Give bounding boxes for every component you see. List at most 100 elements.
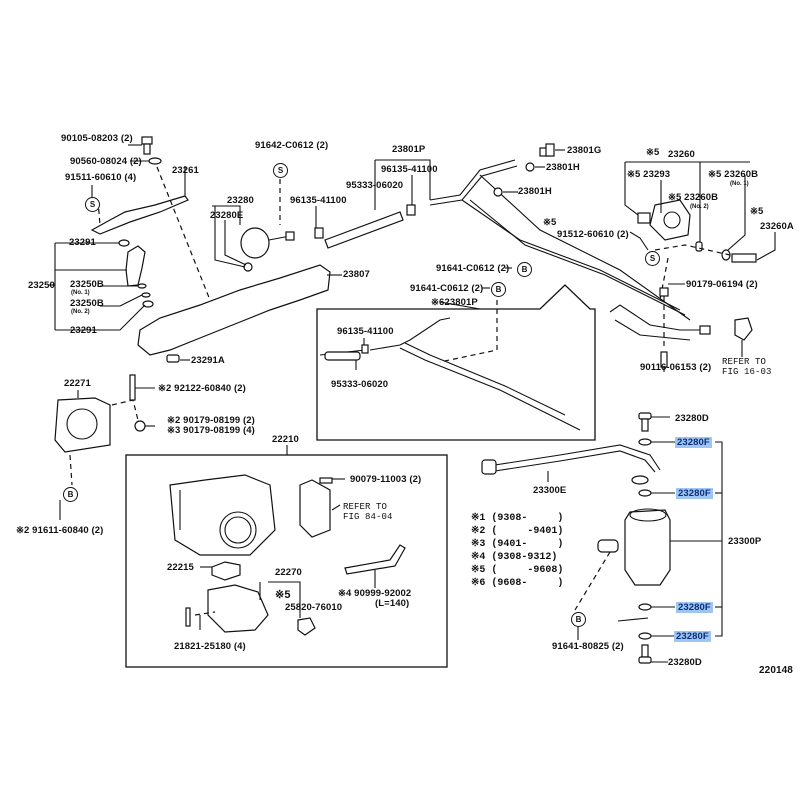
part-label-23260b-no1[interactable]: ※5 23260B: [708, 169, 759, 180]
part-label-96135-a[interactable]: 96135-41100: [290, 195, 347, 206]
legend-item: ※6 (9608- ): [471, 578, 564, 589]
part-label-23801h-b[interactable]: 23801H: [518, 186, 552, 197]
b-symbol-icon: B: [491, 282, 506, 297]
b-symbol-icon: B: [517, 262, 532, 277]
injector-23250: [125, 245, 146, 287]
part-label-91642[interactable]: 91642-C0612 (2): [255, 140, 329, 151]
legend-item: ※3 (9401- ): [471, 539, 564, 550]
part-label-23250[interactable]: 23250: [28, 280, 55, 291]
hose-95333: [324, 211, 404, 249]
part-label-90179-3[interactable]: ※3 90179-08199 (4): [167, 425, 255, 436]
part-label-90179-06194[interactable]: 90179-06194 (2): [686, 279, 758, 290]
part-label-90105[interactable]: 90105-08203 (2): [61, 133, 133, 144]
part-label-22271[interactable]: 22271: [64, 378, 91, 389]
part-label-90560[interactable]: 90560-08024 (2): [70, 156, 142, 167]
part-label-95333-b[interactable]: 95333-06020: [331, 379, 389, 390]
part-label-90079[interactable]: 90079-11003 (2): [350, 474, 422, 485]
part-label-23300p[interactable]: 23300P: [728, 536, 762, 547]
bypass-valve-22270: [207, 584, 269, 633]
part-label-23261[interactable]: 23261: [172, 165, 199, 176]
part-label-23300e[interactable]: 23300E: [533, 485, 567, 496]
part-label-23260a[interactable]: 23260A: [760, 221, 794, 232]
part-label-23260[interactable]: 23260: [668, 149, 695, 160]
bolt-23280d: [638, 412, 652, 432]
part-label-23280f-3[interactable]: 23280F: [676, 602, 713, 613]
regulator-23260: [637, 199, 691, 241]
leader-lines: [48, 144, 776, 663]
part-label-23280f-4[interactable]: 23280F: [674, 631, 711, 642]
part-label-23280[interactable]: 23280: [227, 195, 254, 206]
part-label-91511[interactable]: 91511-60610 (4): [65, 172, 137, 183]
stud-92122: [129, 374, 136, 401]
hose-90999: [344, 544, 406, 575]
injector-bolt: [141, 136, 153, 155]
part-label-21821[interactable]: 21821-25180 (4): [174, 641, 246, 652]
part-label-23291[interactable]: 23291: [69, 237, 96, 248]
part-label-22215[interactable]: 22215: [167, 562, 194, 573]
switch-25820: [297, 617, 316, 636]
union-bolt-23801g: [539, 143, 555, 157]
fuel-filter-23300p: [597, 508, 671, 586]
plug-23291a: [166, 354, 180, 363]
nut-90179: [134, 420, 146, 432]
part-label-23280e[interactable]: 23280E: [210, 210, 244, 221]
fuel-rail-23807: [137, 264, 331, 356]
part-label-23291a[interactable]: 23291A: [191, 355, 225, 366]
part-label-22270[interactable]: 22270: [275, 567, 302, 578]
s-symbol-icon: S: [85, 197, 100, 212]
gasket-22271: [54, 397, 111, 453]
part-label-90999-length: (L=140): [375, 598, 410, 609]
b-symbol-icon: B: [63, 487, 78, 502]
part-sub-23260b-no2: (No. 2): [690, 204, 709, 210]
part-label-23250b-no1[interactable]: 23250B: [70, 279, 104, 290]
gasket-23801h: [525, 162, 535, 172]
legend-item: ※4 (9308-9312): [471, 552, 558, 563]
part-label-22210[interactable]: 22210: [272, 434, 299, 445]
s-symbol-icon: S: [273, 163, 288, 178]
part-label-23260b-no2[interactable]: ※5 23260B: [668, 192, 719, 203]
part-label-96135-b[interactable]: 96135-41100: [381, 164, 438, 175]
part-label-25820[interactable]: 25820-76010: [285, 602, 343, 613]
part-label-91641-a[interactable]: 91641-C0612 (2): [436, 263, 510, 274]
part-sub-23250b-no2: (No. 2): [71, 309, 90, 315]
gasket-22215: [211, 561, 241, 581]
part-label-23291-bottom[interactable]: 23291: [70, 325, 97, 336]
part-label-23801g[interactable]: 23801G: [567, 145, 602, 156]
bracket-fig16: [734, 317, 753, 341]
part-label-92122[interactable]: ※2 92122-60840 (2): [158, 383, 246, 394]
part-label-90179-2[interactable]: ※2 90179-08199 (2): [167, 415, 255, 426]
part-label-23801p[interactable]: 23801P: [392, 144, 426, 155]
figure-id: 220148: [759, 665, 793, 676]
part-label-91611[interactable]: ※2 91611-60840 (2): [16, 525, 104, 536]
washer-90560: [148, 157, 162, 165]
part-label-23807[interactable]: 23807: [343, 269, 370, 280]
part-label-23293[interactable]: ※5 23293: [627, 169, 671, 180]
part-label-95333-a[interactable]: 95333-06020: [346, 180, 404, 191]
part-label-23801h-a[interactable]: 23801H: [546, 162, 580, 173]
s-symbol-icon: S: [645, 251, 660, 266]
part-label-23280d-top[interactable]: 23280D: [675, 413, 709, 424]
part-label-91641-80825[interactable]: 91641-80825 (2): [552, 641, 624, 652]
part-label-91512-mark: ※5: [543, 217, 557, 228]
fuel-line-23300e: [481, 444, 661, 485]
gasket-23801h-2: [493, 187, 503, 197]
part-label-90116[interactable]: 90116-06153 (2): [640, 362, 712, 373]
part-sub-23260b-no1: (No. 1): [730, 181, 749, 187]
part-label-91512[interactable]: 91512-60610 (2): [557, 229, 629, 240]
refer-fig-84-04[interactable]: REFER TO FIG 84-04: [343, 502, 393, 522]
part-label-23280d-bottom[interactable]: 23280D: [668, 657, 702, 668]
part-label-23280f-2[interactable]: 23280F: [676, 488, 713, 499]
bracket-23261: [90, 195, 189, 235]
legend-item: ※5 ( -9608): [471, 565, 564, 576]
part-label-90999[interactable]: ※4 90999-92002: [338, 588, 412, 599]
bolt-23280d-bottom: [638, 644, 652, 664]
legend-item: ※2 ( -9401): [471, 526, 564, 537]
part-label-91641-b[interactable]: 91641-C0612 (2): [410, 283, 484, 294]
part-label-96135-c[interactable]: 96135-41100: [337, 326, 394, 337]
refer-fig-16-03[interactable]: REFER TO FIG 16-03: [722, 357, 772, 377]
inset-box: [316, 284, 596, 441]
part-label-23801p-6[interactable]: ※623801P: [431, 297, 478, 308]
part-label-23280f-1[interactable]: 23280F: [675, 437, 712, 448]
part-label-23250b-no2[interactable]: 23250B: [70, 298, 104, 309]
